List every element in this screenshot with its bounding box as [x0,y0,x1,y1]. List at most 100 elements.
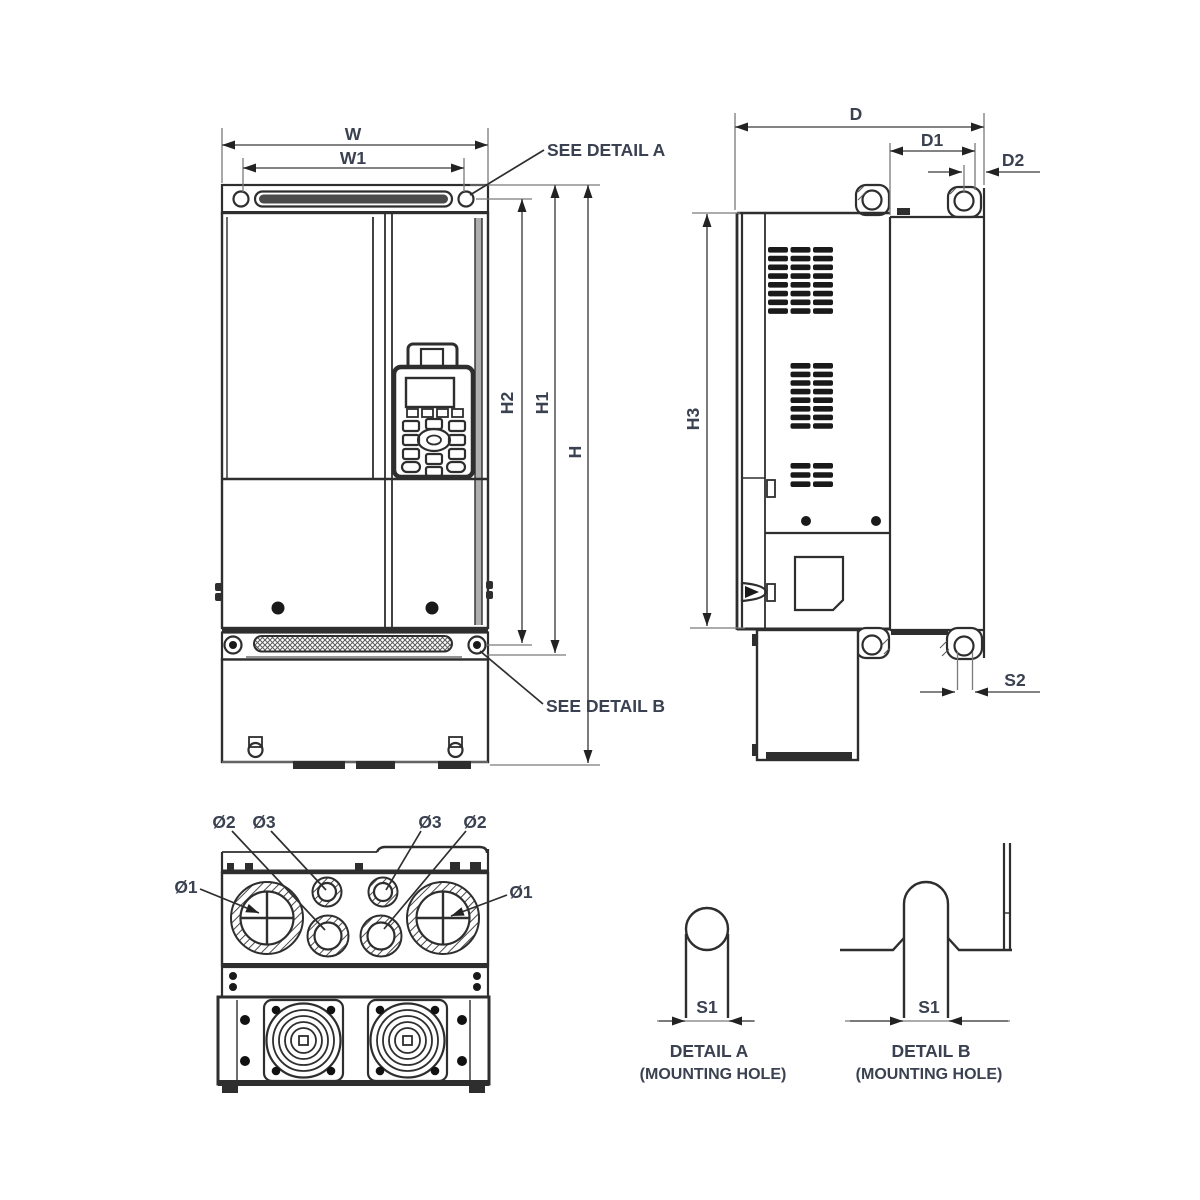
keypad [391,342,476,480]
gland-hole-phi3-left [311,876,343,908]
vent-slot [790,308,811,314]
bottom-top-tabs [227,862,481,871]
bottom-hole-callouts: Ø2 Ø3 Ø3 Ø2 Ø1 Ø1 [174,812,533,931]
detail-b-subtitle: (MOUNTING HOLE) [856,1066,1003,1083]
vent-slot [768,308,788,314]
vent-slot [813,299,833,306]
fan-ring [290,1027,317,1054]
vent-slot [790,406,811,412]
vent-slot [790,255,811,262]
dim-label-d2: D2 [1002,150,1025,170]
fan-ring [369,1002,446,1079]
vent-slot [768,282,788,288]
front-lower-mounting-hole-left [223,635,243,655]
vent-slot [790,380,811,386]
dim-label-h2: H2 [497,392,517,415]
vent-slot [790,371,811,378]
gland-hole-phi1-left [230,881,304,955]
fan-ring [376,1009,439,1072]
detail-b-view: S1 DETAIL B (MOUNTING HOLE) [840,843,1012,1083]
vent-slot [813,414,833,421]
fan-screw [326,1005,336,1015]
fan-screw [375,1066,385,1076]
vent-slot [813,308,833,314]
keypad-buttons [400,417,467,478]
front-top-slot [253,190,454,208]
side-bottom-ear-right [945,626,984,661]
side-conduit-box [755,628,860,762]
ear-hatch-marks [857,185,957,201]
front-side-clips [215,581,493,601]
hole-label-phi2-left: Ø2 [212,812,236,832]
detail-b-title: DETAIL B [891,1041,970,1061]
dim-label-s1-a: S1 [696,997,718,1017]
bottom-band [220,965,490,999]
vent-slot [790,423,811,429]
detail-b-hole [902,880,950,905]
vent-slot [768,299,788,306]
vent-slot [813,481,833,487]
vent-slot [790,481,811,487]
gland-hole-phi2-right [359,914,403,958]
vent-slot [813,363,833,369]
fan-screw [326,1066,336,1076]
vent-slot [813,290,833,297]
front-top-slot-fill [259,194,448,204]
vent-slot [813,273,833,279]
fan-screw [271,1005,281,1015]
vent-slot [790,299,811,306]
vent-slot [813,282,833,288]
detail-a-hole [684,906,730,952]
front-screw-right [425,601,439,615]
front-top-mounting-hole-right [457,190,475,208]
fan-ring [278,1015,329,1066]
callout-see-detail-b: SEE DETAIL B [546,696,665,716]
bottom-base-edge [218,1080,489,1086]
detail-b-wall-section [1002,843,1012,950]
vent-slot [768,273,788,279]
vent-slot [768,247,788,253]
detail-b-leader [479,650,544,705]
vent-slot [813,380,833,386]
dim-label-w: W [345,124,362,144]
bottom-top-lip [375,845,489,854]
ear-hatch-marks-bottom [881,637,950,657]
hole-label-phi1-right: Ø1 [509,882,533,902]
dim-label-h3: H3 [683,408,703,431]
front-lower-slot [253,635,453,653]
detail-a-title: DETAIL A [670,1041,749,1061]
fan-ring [382,1015,433,1066]
dim-label-d1: D1 [921,130,944,150]
dim-label-h: H [565,446,585,459]
vent-slot [813,423,833,429]
cooling-fans [265,1002,446,1079]
dim-label-d: D [850,104,863,124]
hole-label-phi1-left: Ø1 [174,877,198,897]
vent-slot [790,414,811,421]
vent-slot [790,463,811,469]
fan-screw [430,1005,440,1015]
side-cable-clamp [740,581,768,603]
gland-hole-phi2-left [306,914,350,958]
vent-slot [790,247,811,253]
dim-label-h1: H1 [532,392,552,415]
front-top-mounting-hole-left [232,190,250,208]
dim-label-w1: W1 [340,148,367,168]
bottom-view: Ø2 Ø3 Ø3 Ø2 Ø1 Ø1 [174,812,533,1093]
vent-slot [768,264,788,271]
fan-ring [284,1021,323,1060]
fan-screw [430,1066,440,1076]
fan-hub [402,1035,413,1046]
fan-ring [272,1009,335,1072]
front-screw-left [271,601,285,615]
side-terminal-opening [793,555,845,612]
vent-slot [790,282,811,288]
detail-a-leader [469,149,545,196]
vent-slot [768,290,788,297]
gland-hole-phi3-right [367,876,399,908]
front-view [215,183,493,769]
hole-label-phi2-right: Ø2 [463,812,487,832]
vent-slot [813,406,833,412]
